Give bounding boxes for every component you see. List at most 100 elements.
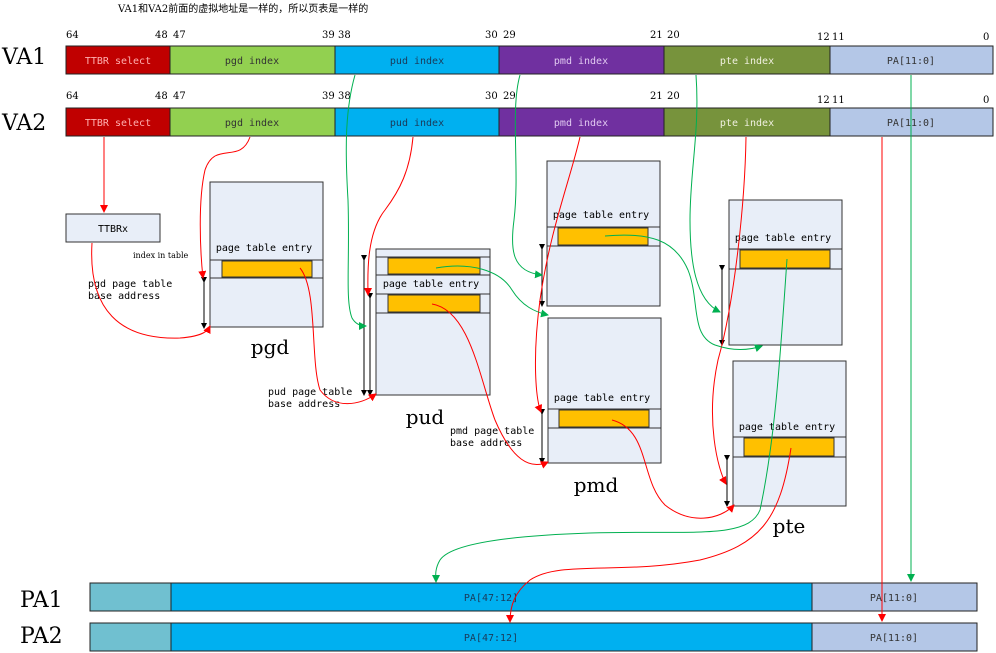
arrow-va1-pud-entry-to-pmd-top	[435, 265, 549, 318]
va1-bit-20: 20	[667, 30, 680, 41]
va2-bit-38: 38	[338, 91, 351, 102]
pte-top-entry-label: page table entry	[735, 233, 831, 244]
pgd-table-name: pgd	[251, 335, 290, 359]
pud-entry1-highlight	[387, 257, 481, 275]
va1-pud-index-text: pud index	[390, 56, 444, 67]
arrow-pmd-entry-to-pte-base	[611, 419, 735, 519]
va1-pa-low-cell	[829, 45, 994, 75]
va2-ttbr-select-cell	[65, 107, 171, 137]
pmd-table: page table entry pmd	[547, 317, 662, 497]
pgd-base-label-2: base address	[88, 291, 160, 302]
diagram-caption: VA1和VA2前面的虚拟地址是一样的，所以页表是一样的	[117, 2, 368, 15]
arrow-pud-entry-to-pmd-base	[431, 303, 549, 469]
va2-row: VA2 TTBR select pgd index pud index pmd …	[1, 91, 994, 137]
va1-bit-39: 39	[322, 30, 335, 41]
pud-entry-label: page table entry	[383, 279, 479, 290]
arrow-pmd-index-to-pmd-entry	[534, 136, 581, 413]
pa1-high-cell	[170, 582, 813, 612]
va2-walk-arrows	[91, 136, 886, 623]
arrow-pte-index-to-pte-entry	[712, 136, 747, 485]
va1-pte-index-text: pte index	[720, 56, 774, 67]
va1-bit-11: 11	[832, 32, 845, 43]
va1-bit-12: 12	[817, 32, 830, 43]
pte-table-box	[732, 360, 847, 507]
va1-bit-48: 48	[155, 30, 168, 41]
arrow-pud-index-to-pud-entry	[363, 136, 414, 296]
pmd-table-box	[547, 317, 662, 464]
pmd-table-top: page table entry	[546, 160, 661, 307]
pgd-entry-highlight	[221, 260, 313, 278]
index-in-table-label: index in table	[133, 251, 189, 260]
va2-bit-30: 30	[485, 91, 498, 102]
pud-table: page table entry pud	[375, 248, 491, 429]
arrow-pte-entry-to-pa2-high	[506, 447, 792, 623]
pa1-label: PA1	[20, 588, 63, 613]
va2-bit-48: 48	[155, 91, 168, 102]
va1-row: VA1 TTBR select pgd index pud index pmd …	[1, 30, 994, 75]
va1-pgd-index-cell	[169, 45, 336, 75]
va2-pmd-index-cell	[498, 107, 665, 137]
va1-bit-0: 0	[983, 32, 989, 43]
va2-bit-12: 12	[817, 95, 830, 106]
va1-bit-47: 47	[173, 30, 186, 41]
pa2-high-cell	[170, 622, 813, 652]
arrow-ttbrx-to-pgd-base	[91, 242, 211, 339]
va1-bit-38: 38	[338, 30, 351, 41]
pgd-entry-label: page table entry	[216, 243, 312, 254]
arrow-va1-pte-top-entry-to-pa1-high	[431, 258, 788, 583]
va2-pmd-index-text: pmd index	[554, 118, 608, 129]
arrow-va1-pmd-top-entry-to-pte-top-base	[604, 234, 763, 353]
pte-table-top: page table entry	[728, 199, 843, 346]
pte-top-entry-highlight	[739, 249, 831, 269]
pmd-entry-label: page table entry	[554, 393, 650, 404]
pud-table-name: pud	[406, 405, 445, 429]
va2-label: VA2	[1, 111, 46, 136]
va2-pgd-index-text: pgd index	[225, 118, 279, 129]
va1-ttbr-select-text: TTBR select	[85, 56, 151, 67]
pmd-base-label-2: base address	[450, 438, 522, 449]
va2-pud-index-cell	[334, 107, 500, 137]
va2-bit-29: 29	[503, 91, 516, 102]
pa2-low-text: PA[11:0]	[870, 633, 918, 644]
arrow-pgd-entry-to-pud-base	[299, 267, 377, 405]
va1-bit-29: 29	[503, 30, 516, 41]
va1-pte-index-cell	[663, 45, 831, 75]
va1-bit-64: 64	[66, 30, 79, 41]
pa2-high-text: PA[47:12]	[464, 633, 518, 644]
pud-entry2-highlight	[387, 294, 481, 313]
pmd-entry-highlight	[558, 409, 650, 428]
pmd-top-entry-label: page table entry	[553, 210, 649, 221]
va2-pte-index-text: pte index	[720, 118, 774, 129]
pte-table-name: pte	[773, 514, 806, 538]
va2-bit-47: 47	[173, 91, 186, 102]
pa2-low-cell	[811, 622, 978, 652]
va1-label: VA1	[1, 45, 46, 70]
arrow-va1-pte-index-to-pte-top-entry	[689, 74, 721, 313]
pgd-base-label-1: pgd page table	[88, 279, 172, 290]
pa2-label: PA2	[20, 624, 63, 649]
va1-pmd-index-text: pmd index	[554, 56, 608, 67]
pte-entry-highlight	[743, 437, 835, 457]
pud-base-label-2: base address	[268, 399, 340, 410]
pa1-low-text: PA[11:0]	[870, 593, 918, 604]
pte-entry-label: page table entry	[739, 422, 835, 433]
va1-ttbr-select-cell	[65, 45, 171, 75]
va1-pa-low-text: PA[11:0]	[887, 56, 935, 67]
va2-bit-39: 39	[322, 91, 335, 102]
pte-table: page table entry pte	[732, 360, 847, 538]
arrow-va1-pud-index-to-pud-entry	[345, 74, 367, 330]
pa1-high-text: PA[47:12]	[464, 593, 518, 604]
arrow-pgd-index-to-pgd-entry	[198, 136, 251, 279]
pte-top-table-box	[728, 199, 843, 346]
va2-bit-21: 21	[650, 91, 663, 102]
pa1-low-cell	[811, 582, 978, 612]
pa2-pad-cell	[89, 622, 172, 652]
pa1-pad-cell	[89, 582, 172, 612]
va2-bit-64: 64	[66, 91, 79, 102]
va1-pgd-index-text: pgd index	[225, 56, 279, 67]
pgd-table: page table entry pgd	[209, 181, 324, 359]
pgd-table-box	[209, 181, 324, 328]
va2-ttbr-select-text: TTBR select	[85, 118, 151, 129]
pud-base-label-1: pud page table	[268, 387, 352, 398]
